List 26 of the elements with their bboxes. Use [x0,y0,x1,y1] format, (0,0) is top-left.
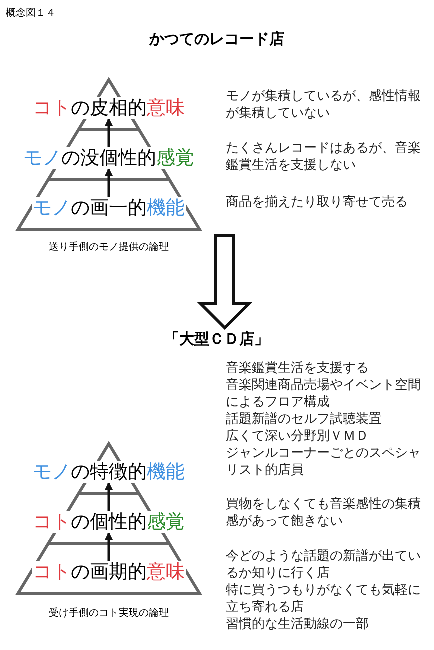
description-text: 習慣的な生活動線の一部 [226,616,370,633]
pyramid-level-text: モノの特徴的機能 [32,461,186,483]
arrow [105,482,113,511]
pyramid-level-text: モノの画一的機能 [32,197,186,219]
pyramid-level-text: コトの画期的意味 [32,561,186,583]
arrow [105,532,113,561]
description-text: 特に買うつもりがなくても気軽に立ち寄れる店 [226,582,422,616]
pyramid-caption: 送り手側のモノ提供の論理 [49,242,169,253]
description-text: 商品を揃えたり取り寄せて売る [226,194,409,211]
pyramid-level-text: モノの没個性的感覚 [22,147,196,169]
description-text: 買物をしなくても音楽感性の集積感があって飽きない [226,496,422,530]
pyramid-caption: 受け手側のコト実現の論理 [49,608,169,619]
description-text: たくさんレコードはあるが、音楽鑑賞生活を支援しない [226,140,422,174]
description-text: 音楽鑑賞生活を支援する [226,360,370,377]
description-text: 話題新譜のセルフ試聴装置 [226,411,383,428]
block-arrow [197,234,253,330]
description-text: 広くて深い分野別ＶＭＤ [226,428,370,445]
arrow [105,168,113,197]
heading: 「大型ＣＤ店」 [164,330,270,348]
description-text: 今どのような話題の新譜が出ているか知りに行く店 [226,548,422,582]
arrow [105,118,113,147]
figure-number: 概念図１４ [6,6,56,20]
description-text: 音楽関連商品売場やイベント空間によるフロア構成 [226,377,422,411]
description-text: ジャンルコーナーごとのスペシャリスト的店員 [226,445,422,479]
heading: かつてのレコード店 [150,30,284,48]
description-text: モノが集積しているが、感性情報が集積していない [226,88,422,122]
